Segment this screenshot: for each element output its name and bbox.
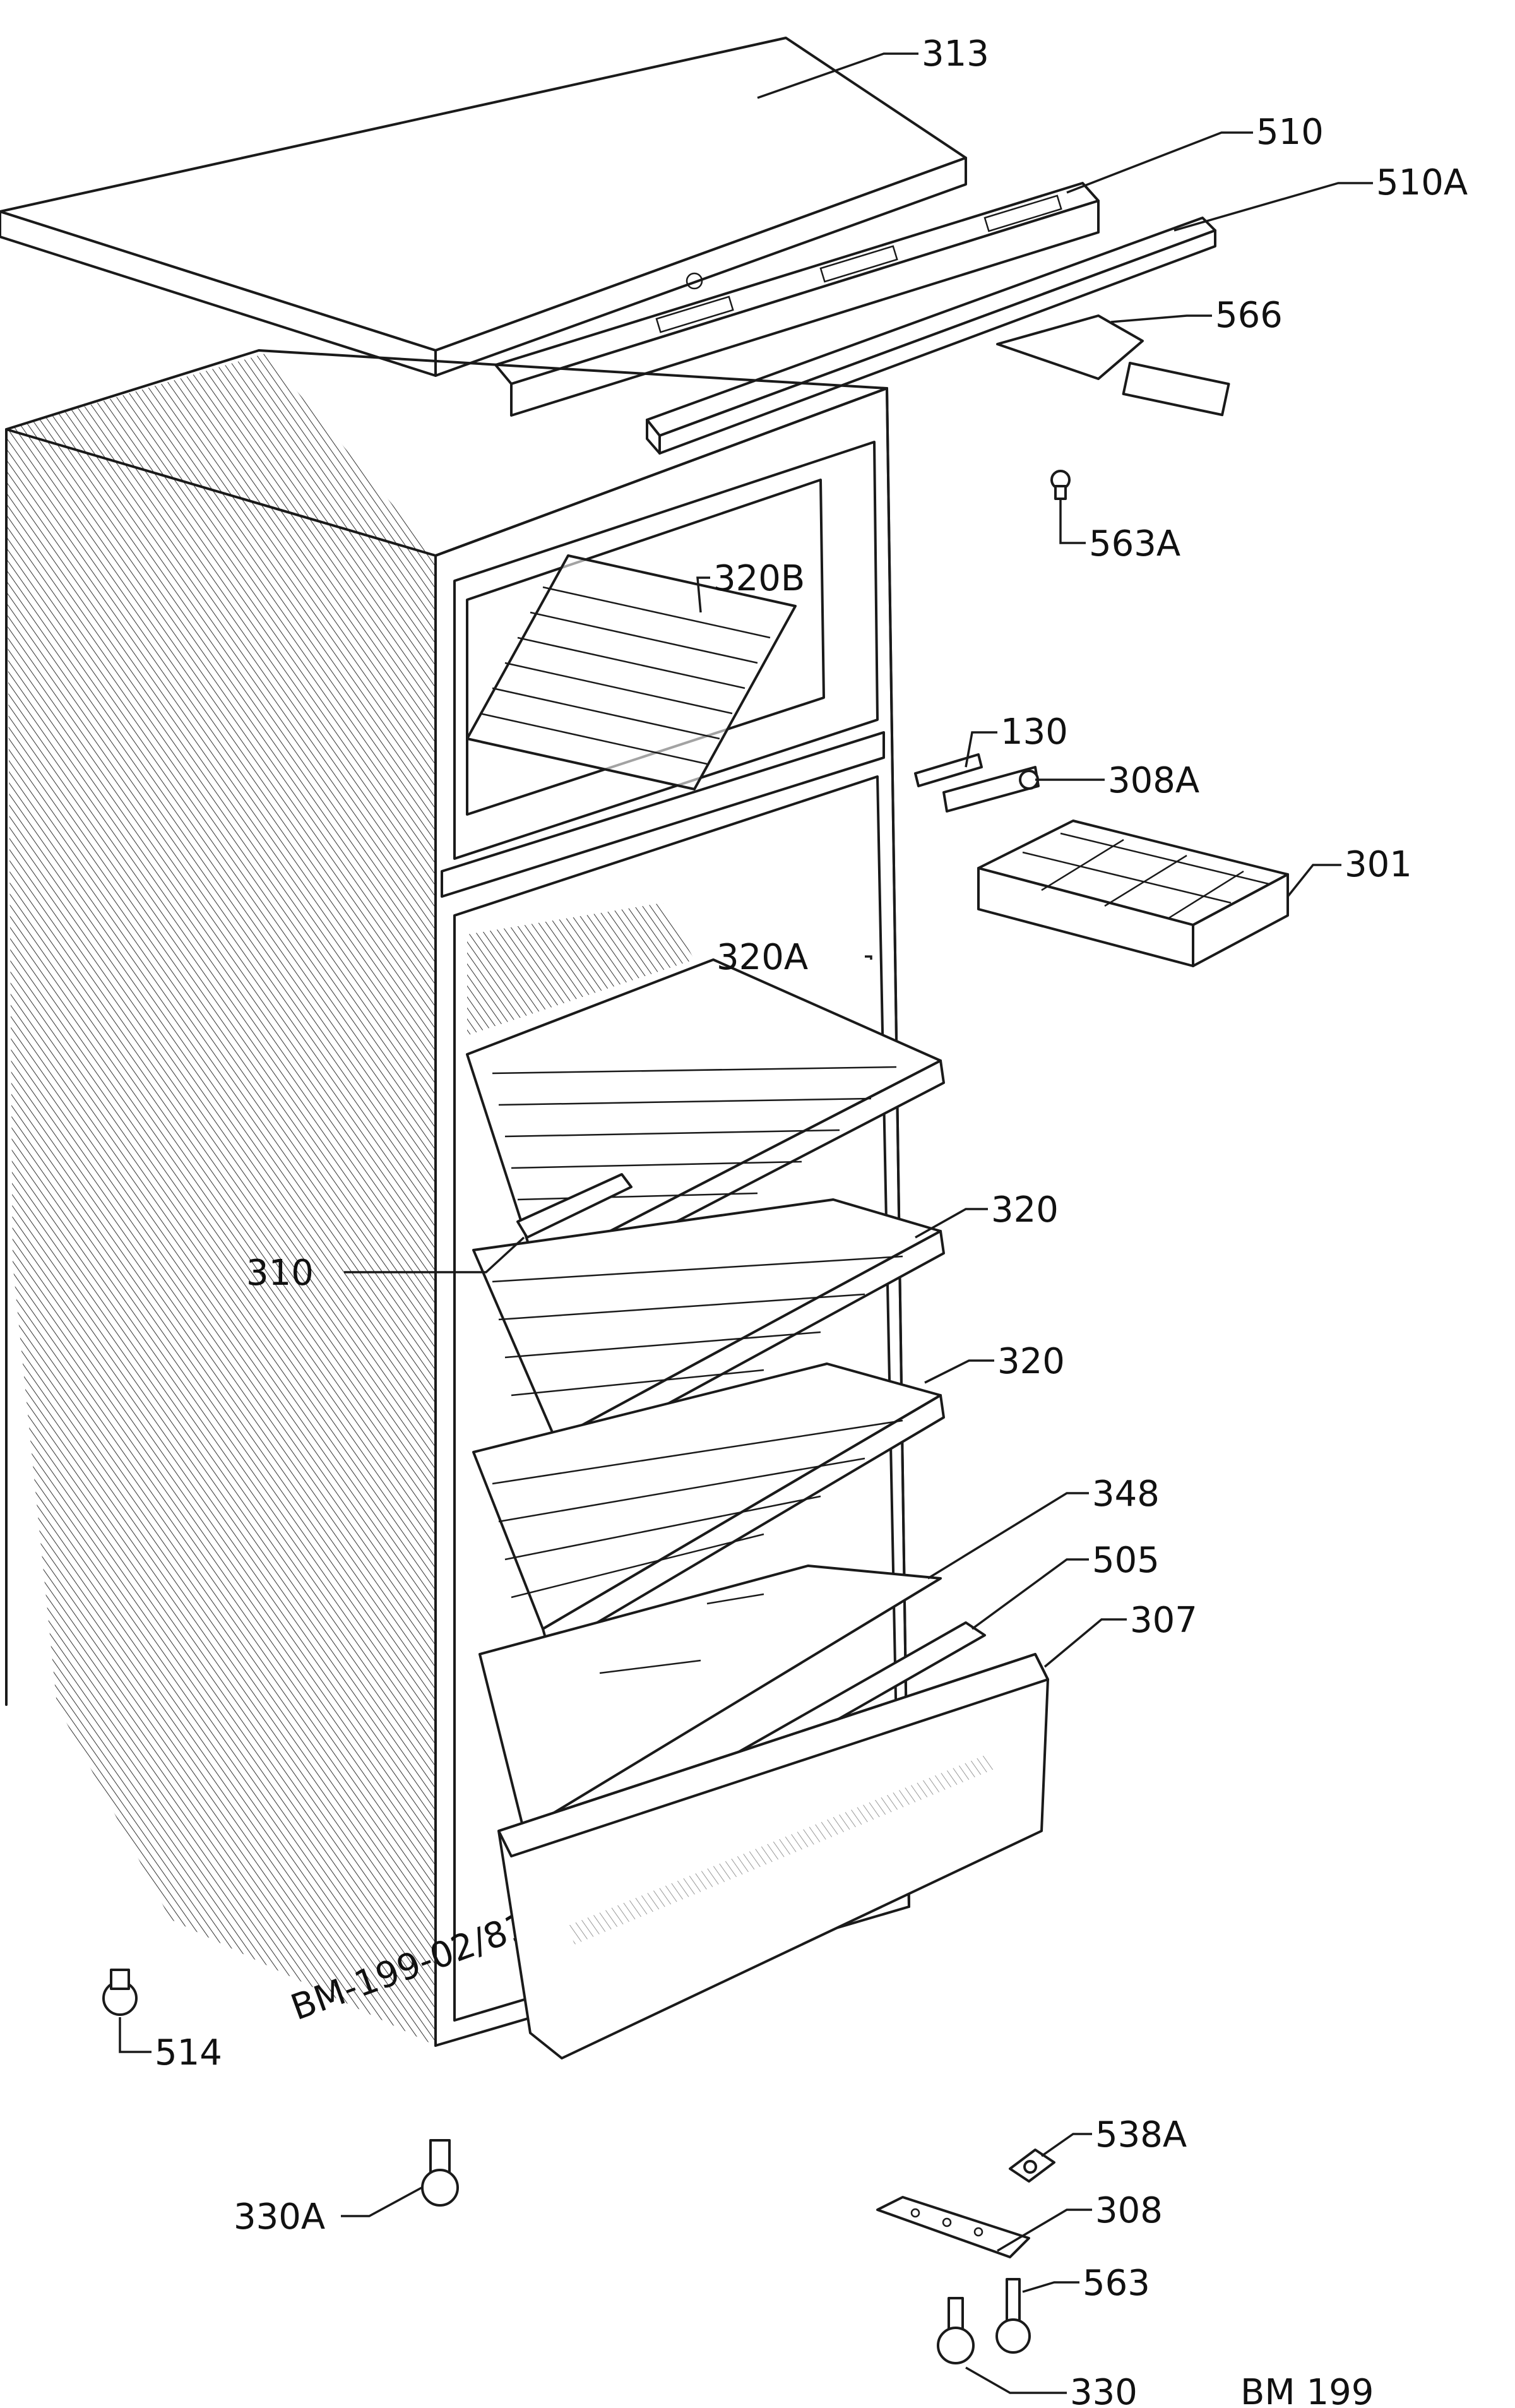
leader-lines [119, 52, 1373, 2394]
top-cover-313 [0, 37, 967, 377]
hinge-bracket-308 [876, 2196, 1030, 2258]
crisper-drawer-307 [497, 1653, 1049, 2059]
label-566: 566 [1215, 295, 1283, 336]
label-320B: 320B [713, 558, 805, 599]
ice-tray-301 [977, 820, 1289, 967]
label-505: 505 [1092, 1540, 1160, 1581]
refrigerator-cabinet: BM-199-02/81 [5, 349, 910, 2047]
label-320-upper: 320 [991, 1189, 1059, 1231]
label-301: 301 [1345, 844, 1412, 885]
label-563: 563 [1083, 2263, 1150, 2304]
foot-514 [102, 1969, 138, 2016]
label-307: 307 [1130, 1600, 1197, 1641]
thermostat-knob-566 [996, 314, 1230, 417]
control-panel-510 [494, 182, 1100, 417]
foot-330A [421, 2139, 459, 2207]
crisper-cover-348 [478, 1565, 942, 1832]
label-330A: 330A [234, 2196, 325, 2238]
label-538A: 538A [1095, 2114, 1187, 2155]
label-330: 330 [1070, 2372, 1138, 2408]
screw-563 [995, 2278, 1031, 2354]
label-510A: 510A [1376, 162, 1468, 203]
label-563A: 563A [1089, 523, 1180, 564]
hinge-plate-130 [914, 753, 1040, 813]
diagram-code: BM 199 [1240, 2372, 1374, 2408]
label-514: 514 [155, 2032, 222, 2073]
label-320A: 320A [716, 937, 808, 978]
label-308A: 308A [1108, 760, 1199, 801]
label-348: 348 [1092, 1474, 1160, 1515]
label-313: 313 [922, 33, 989, 75]
screw-330 [937, 2297, 975, 2364]
glass-shelf-320-lower [472, 1362, 945, 1652]
freezer-shelf-320B [466, 554, 797, 790]
label-320-lower: 320 [997, 1341, 1065, 1382]
label-510: 510 [1256, 112, 1324, 153]
hinge-pin-538A [1009, 2149, 1055, 2183]
label-308: 308 [1095, 2190, 1163, 2231]
label-130: 130 [1001, 712, 1068, 753]
bottle-rail-310 [516, 1173, 633, 1239]
label-310: 310 [246, 1253, 314, 1294]
screw-563A [1050, 470, 1071, 500]
